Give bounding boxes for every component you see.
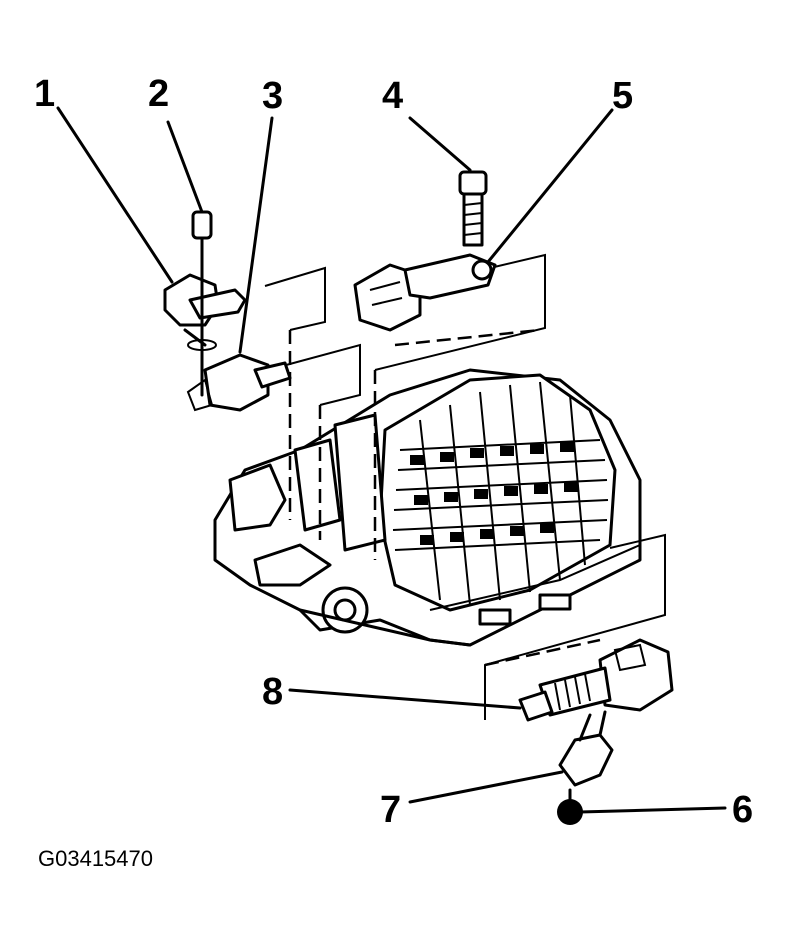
callout-8: 8 xyxy=(262,671,283,713)
part-6-bolt xyxy=(557,788,583,825)
part-8-solenoid xyxy=(518,638,674,722)
part-1-retainer-clip xyxy=(163,273,247,347)
part-4-bolt xyxy=(458,170,488,247)
callout-6: 6 xyxy=(732,789,753,831)
callout-3: 3 xyxy=(262,75,283,117)
leader-lines xyxy=(56,106,727,814)
callout-7: 7 xyxy=(380,789,401,831)
part-3-solenoid xyxy=(186,353,292,412)
part-5-solenoid-bracket xyxy=(353,253,497,332)
alignment-lines xyxy=(264,253,666,720)
part-7-bracket xyxy=(558,710,614,787)
callout-1: 1 xyxy=(34,73,55,115)
valve-body-assembly xyxy=(213,368,642,647)
callout-5: 5 xyxy=(612,75,633,117)
callout-2: 2 xyxy=(148,73,169,115)
callout-4: 4 xyxy=(382,75,403,117)
figure-code: G03415470 xyxy=(38,846,153,871)
